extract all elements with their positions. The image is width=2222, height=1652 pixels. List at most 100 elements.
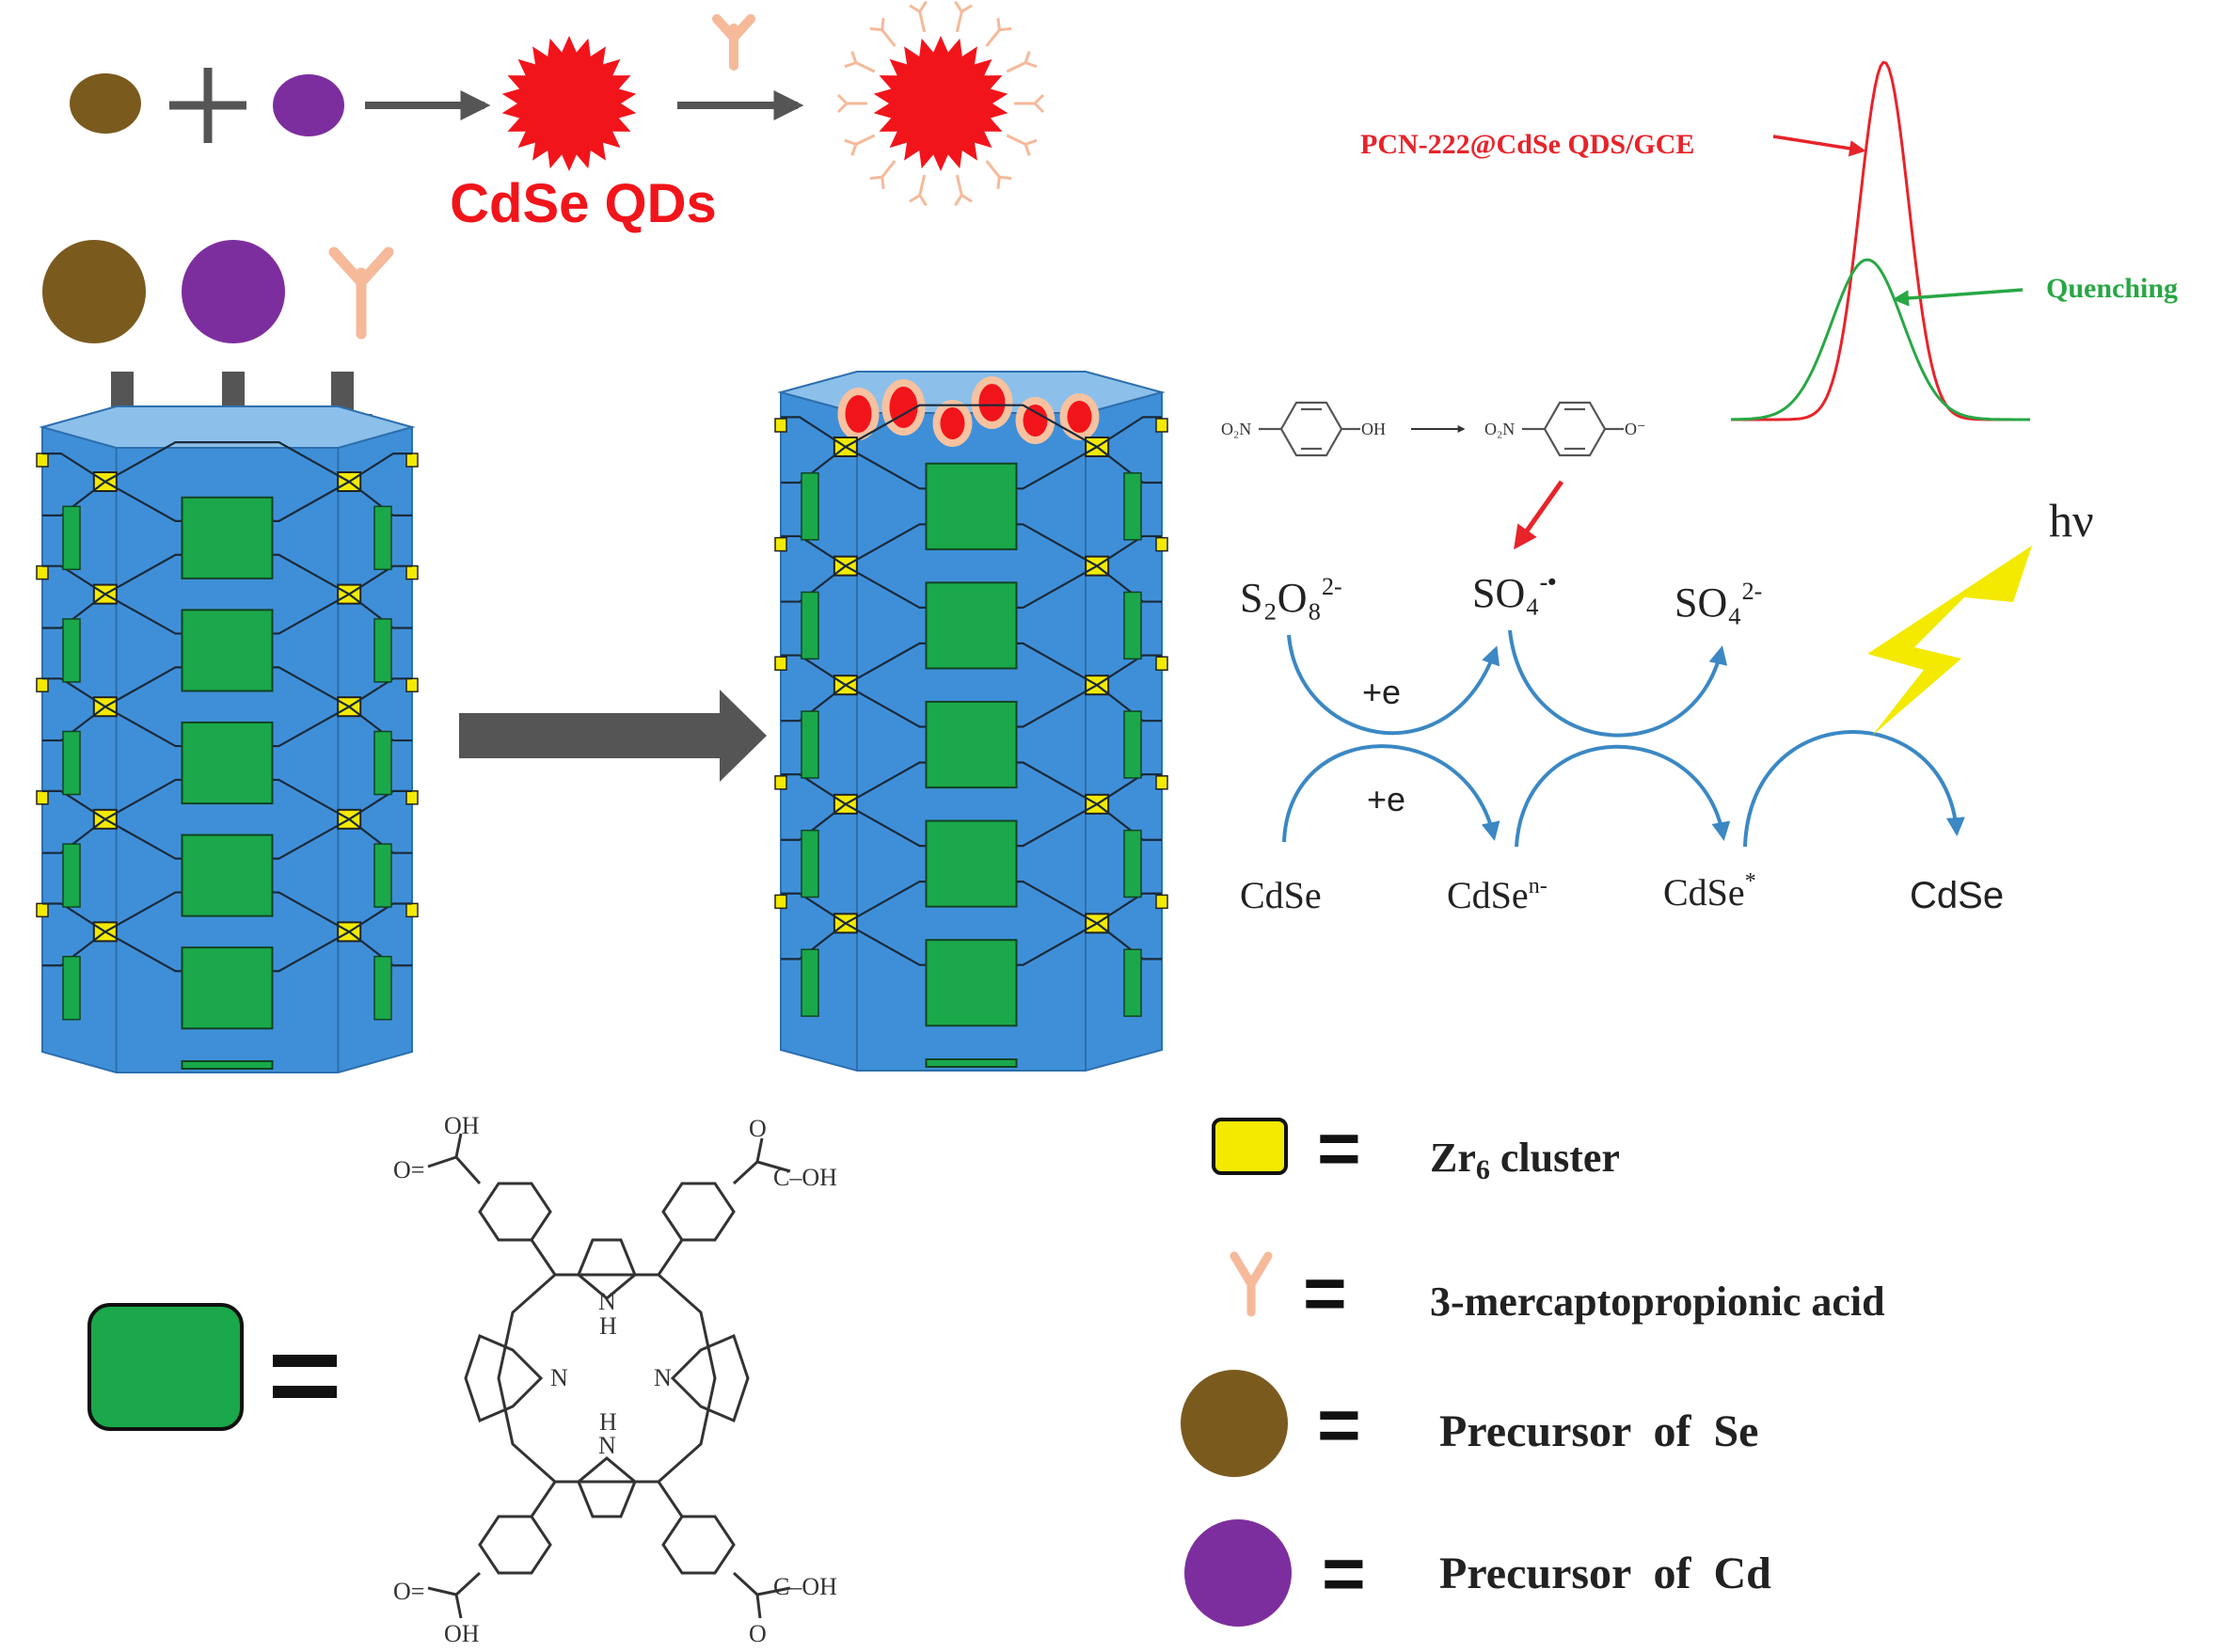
- linker-bond: [348, 818, 412, 854]
- zr6-cluster: [774, 418, 787, 433]
- cycle-arrow-emission: [1743, 730, 1965, 848]
- phenyl-ring-top-right: [661, 1182, 736, 1242]
- linker-bond: [42, 677, 106, 708]
- linker-bond: [1096, 534, 1162, 567]
- linker-bond: [348, 564, 412, 596]
- plus-e-top: +e: [1362, 673, 1401, 711]
- ligand-icon: [909, 174, 928, 207]
- plus-e-bottom: +e: [1367, 780, 1405, 818]
- se-precursor-large: [42, 240, 146, 343]
- mpa-legend-icon: [1230, 1251, 1273, 1317]
- zr6-cluster: [774, 894, 787, 910]
- se-precursor-small: [70, 73, 141, 134]
- linker-bond: [348, 930, 412, 967]
- linker-bond: [42, 902, 106, 933]
- legend-se-precursor: Precursor of Se: [1439, 1406, 1758, 1456]
- se-precursor-legend-swatch: [1181, 1370, 1288, 1477]
- big-right-arrow-icon: [459, 690, 767, 782]
- tcpp-linker-side: [62, 843, 81, 908]
- phenyl-ring-top-left: [478, 1182, 552, 1242]
- nitrophenol-reaction: O₂N OH O₂N O⁻: [1221, 401, 1646, 457]
- linker-bond: [781, 446, 847, 484]
- ligand-icon: [869, 18, 897, 47]
- svg-text:N: N: [654, 1364, 672, 1391]
- cycle-arrow-persulfate: [1287, 634, 1500, 736]
- svg-text:C–OH: C–OH: [773, 1573, 837, 1600]
- pyrrole-top: [577, 1238, 637, 1300]
- cycle-arrow-anion: [1515, 744, 1731, 848]
- cd-precursor-small: [273, 74, 344, 136]
- zr6-cluster: [1155, 894, 1168, 910]
- cd-precursor-legend-swatch: [1184, 1519, 1292, 1627]
- ligand-icon: [869, 160, 897, 189]
- cycle-arrow-cdse-reduction: [1282, 744, 1500, 843]
- radical-attack-arrow: [1514, 480, 1564, 550]
- tcpp-linker-side: [62, 955, 81, 1021]
- linker-bond: [781, 534, 847, 567]
- linker-bond: [1096, 802, 1162, 841]
- ligand-icon: [954, 0, 973, 33]
- embedded-qd: [940, 407, 965, 439]
- linker-bond: [1096, 922, 1162, 961]
- zr6-cluster: [774, 656, 787, 671]
- linker-bond: [1096, 654, 1162, 687]
- zr6-cluster: [1155, 536, 1168, 552]
- svg-text:O: O: [749, 1115, 767, 1142]
- linker-bond: [781, 654, 847, 687]
- equals-sign-porphyrin: [273, 1355, 337, 1398]
- tcpp-linker-side: [373, 955, 392, 1021]
- plus-icon: [169, 68, 246, 143]
- tcpp-linker-side: [1123, 948, 1142, 1017]
- ligand-icon: [985, 160, 1012, 189]
- ligand-icon: [909, 0, 928, 33]
- linker-bond: [1096, 446, 1162, 484]
- persulfate-label: S₂O₈2-: [1240, 573, 1342, 621]
- linker-bond: [42, 593, 106, 629]
- pcn-222-framework-left: [36, 405, 419, 1073]
- legend-mpa: 3-mercaptopropionic acid: [1430, 1279, 1885, 1325]
- tcpp-linker: [925, 1058, 1018, 1068]
- tcpp-linker: [181, 721, 274, 805]
- cd-precursor-large: [182, 240, 285, 343]
- zr6-cluster: [405, 902, 419, 918]
- svg-text:H: H: [599, 1312, 617, 1340]
- linker-bond: [781, 684, 847, 723]
- pyrrole-bottom: [577, 1456, 637, 1518]
- tcpp-linker: [181, 946, 274, 1030]
- linker-bond: [781, 922, 847, 961]
- tcpp-linker-side: [373, 618, 392, 683]
- tcpp-linker-side: [62, 618, 81, 683]
- zr6-cluster: [1155, 418, 1168, 433]
- synthesis-row: CdSe QDs: [70, 0, 1045, 234]
- qd-core: [873, 36, 1008, 171]
- linker-bond: [1096, 564, 1162, 603]
- tcpp-linker: [181, 834, 274, 917]
- ligand-icon: [954, 174, 973, 207]
- linker-bond: [104, 441, 350, 483]
- embedded-qd: [1023, 405, 1048, 437]
- tcpp-linker: [925, 700, 1018, 789]
- tcpp-linker-side: [801, 710, 819, 779]
- svg-text:O: O: [749, 1620, 767, 1647]
- linker-bond: [42, 564, 106, 596]
- linker-bond: [781, 564, 847, 603]
- svg-text:O=: O=: [393, 1156, 424, 1183]
- linker-bond: [1096, 684, 1162, 723]
- svg-text:H: H: [599, 1408, 617, 1436]
- svg-text:N: N: [598, 1432, 616, 1459]
- tcpp-linker-side: [373, 843, 392, 908]
- phenyl-ring-bottom-right: [661, 1515, 736, 1575]
- benzene-ring-product: [1543, 401, 1607, 457]
- linker-bond: [348, 481, 412, 516]
- pyrrole-left: [464, 1333, 544, 1423]
- zr6-cluster: [1155, 775, 1168, 790]
- linker-bond: [1096, 416, 1162, 448]
- zr6-cluster: [405, 677, 419, 692]
- cdse-qds-label: CdSe QDs: [450, 173, 717, 234]
- quenched-peak-curve: [1730, 258, 2030, 421]
- ligand-icon: [985, 18, 1012, 47]
- tcpp-linker-side: [373, 730, 392, 796]
- tcpp-linker: [925, 462, 1018, 550]
- linker-bond: [781, 802, 847, 841]
- legend-zr6-cluster: Zr6 cluster: [1430, 1135, 1620, 1185]
